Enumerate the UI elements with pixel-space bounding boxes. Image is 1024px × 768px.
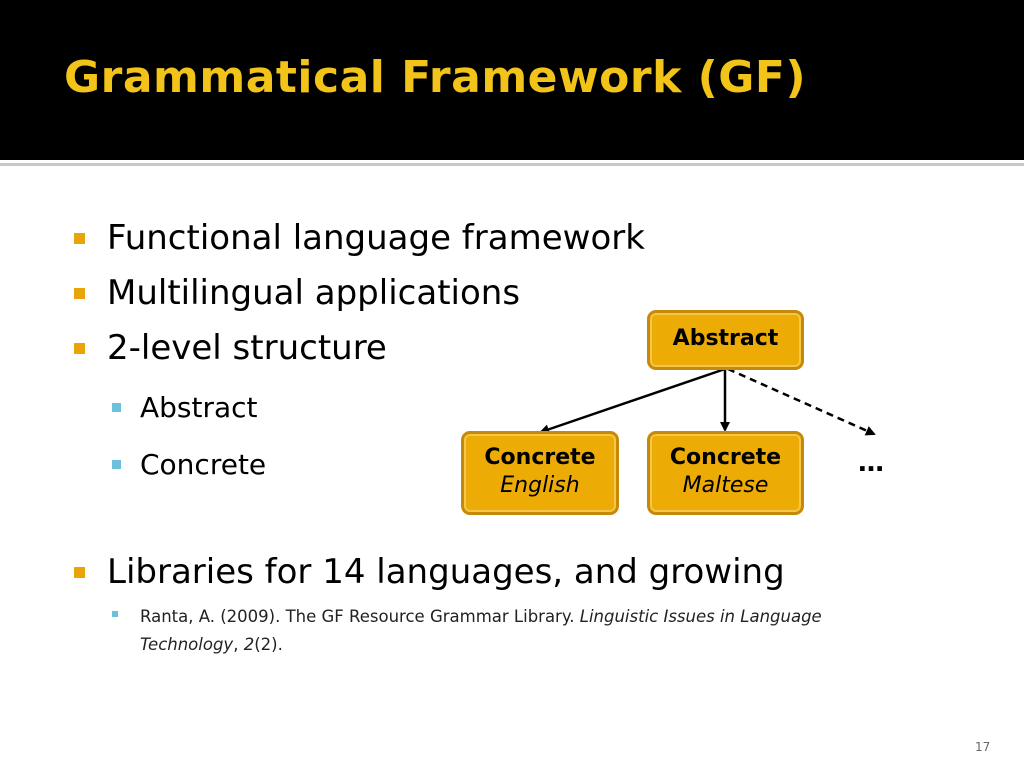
bullet-text: Multilingual applications: [107, 273, 521, 313]
citation-issue: (2).: [254, 635, 283, 654]
citation-sep: ,: [233, 635, 244, 654]
node-concrete-maltese: Concrete Maltese: [647, 431, 804, 515]
node-concrete-english: Concrete English: [461, 431, 619, 515]
bullet-square-icon: [74, 288, 85, 299]
sub-bullet-square-icon: [112, 403, 121, 412]
node-abstract-label: Abstract: [672, 326, 779, 351]
bullet-text: Functional language framework: [107, 218, 645, 258]
node-more-ellipsis: …: [858, 448, 884, 478]
citation-text: Ranta, A. (2009). The GF Resource Gramma…: [140, 603, 910, 659]
arrow-to-english: [539, 367, 726, 435]
slide-title: Grammatical Framework (GF): [64, 52, 807, 103]
node-language-label: Maltese: [682, 473, 769, 498]
citation-journal: Linguistic Issues in Language Technology: [140, 607, 822, 654]
page-number: 17: [975, 740, 991, 754]
node-concrete-label: Concrete: [669, 445, 782, 470]
title-bar: Grammatical Framework (GF): [0, 0, 1024, 160]
node-abstract: Abstract: [647, 310, 804, 370]
node-concrete-label: Concrete: [484, 445, 596, 470]
citation-authors: Ranta, A. (2009). The GF Resource Gramma…: [140, 607, 580, 626]
citation-square-icon: [112, 611, 118, 617]
sub-bullet-square-icon: [112, 460, 121, 469]
node-language-label: English: [500, 473, 580, 498]
sub-bullet-text: Concrete: [140, 448, 267, 481]
bullet-square-icon: [74, 343, 85, 354]
arrow-to-more: [727, 367, 876, 436]
citation-volume: 2: [243, 635, 255, 654]
sub-bullet-text: Abstract: [140, 391, 258, 424]
bullet-square-icon: [74, 233, 85, 244]
bullet-square-icon: [74, 567, 85, 578]
bullet-text: Libraries for 14 languages, and growing: [107, 552, 785, 592]
bullet-text: 2-level structure: [107, 328, 387, 368]
title-divider: [0, 163, 1024, 166]
